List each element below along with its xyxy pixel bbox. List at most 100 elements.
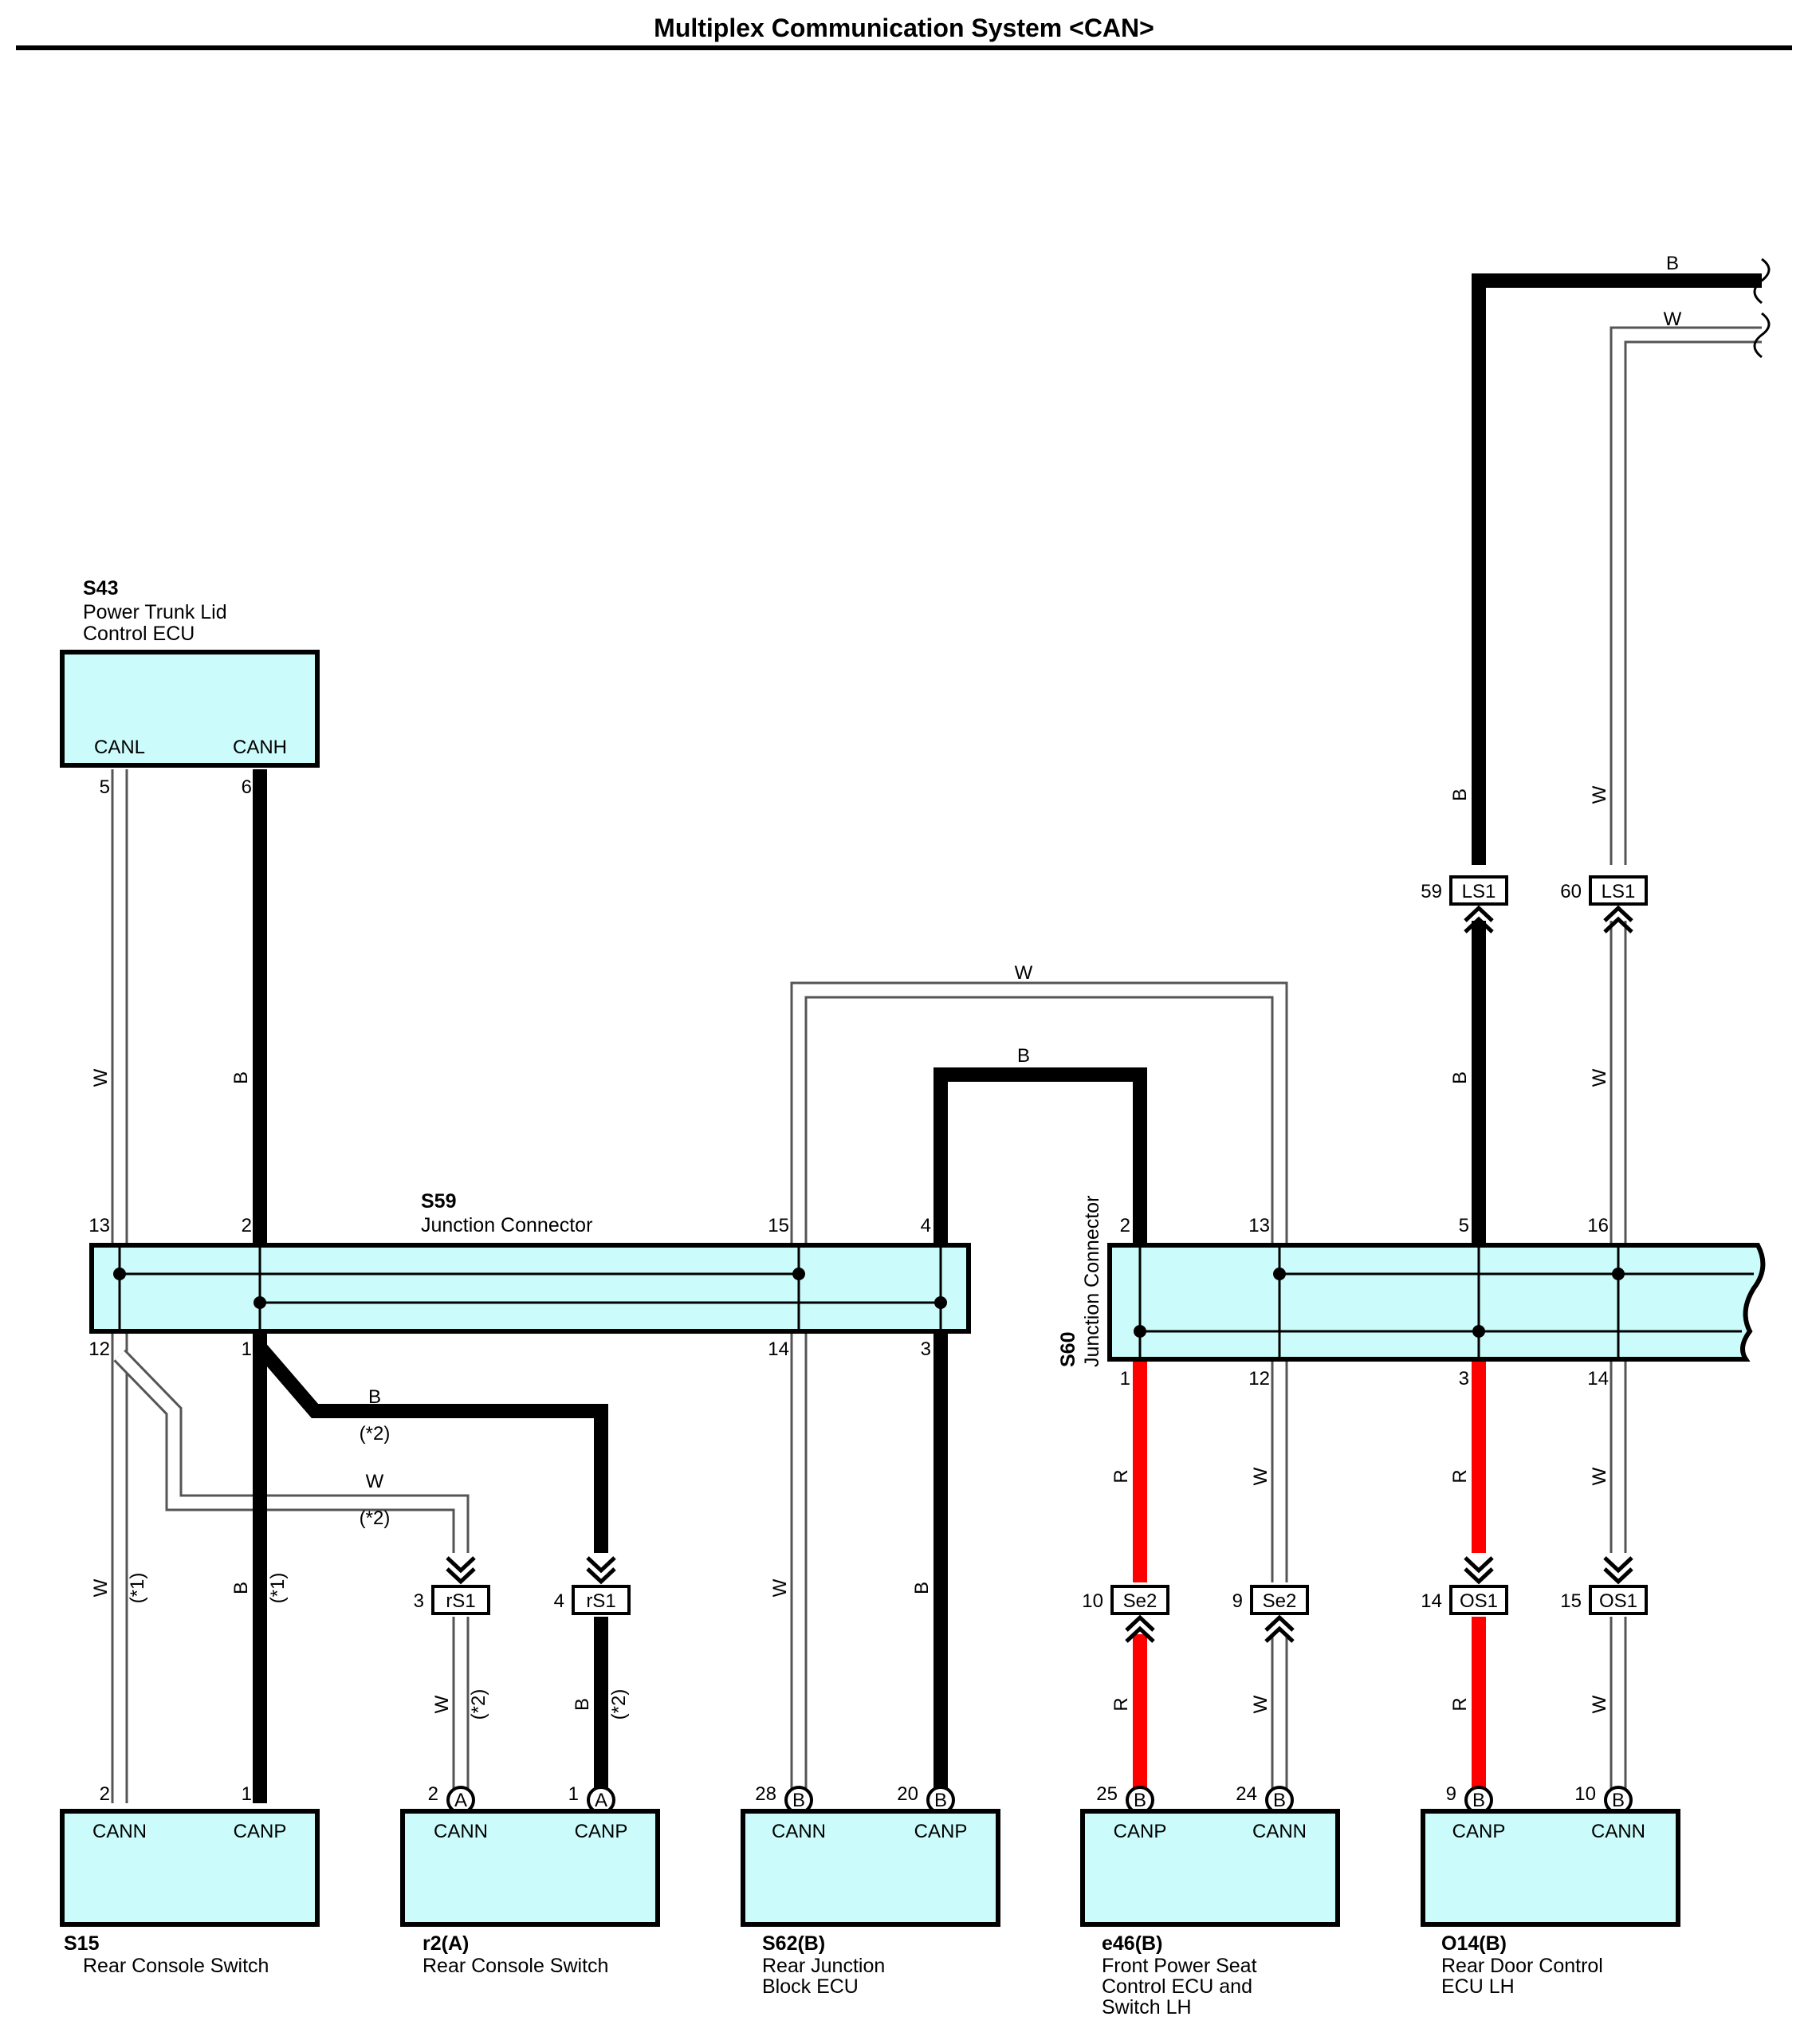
connector-chevron: [446, 1556, 476, 1585]
connector-tag: Se2: [1123, 1590, 1158, 1612]
pin-label: 14: [1587, 1368, 1609, 1390]
pin-label: 3: [1459, 1368, 1469, 1390]
pin-label: 60: [1560, 881, 1582, 902]
connector-se2-r: [1110, 1585, 1169, 1615]
note-label: (*2): [608, 1689, 630, 1720]
terminal-label: CANL: [94, 737, 145, 758]
pin-label: 1: [1120, 1368, 1130, 1390]
component-s43-name: Control ECU: [83, 623, 195, 645]
connector-ls1-w: [1589, 875, 1648, 906]
wire-label: B: [1666, 253, 1679, 274]
pin-label: 6: [242, 776, 252, 798]
connector-chevron: [1603, 1556, 1633, 1585]
note-label: (*2): [468, 1689, 489, 1720]
pin-label: 15: [768, 1215, 789, 1236]
junction-s60: S60 Junction Connector 2 13 5 16 1 12 3 …: [1057, 1196, 1766, 1390]
wire-label: B: [368, 1386, 381, 1408]
component-o14-name: Rear Door Control: [1441, 1955, 1603, 1977]
pin-label: 13: [88, 1215, 110, 1236]
connector-rs1-w: [431, 1585, 490, 1615]
wire-color-labels: B W W B B W (*2) (*2) W B W (*1) B (*1) …: [90, 253, 1682, 1720]
wire-label: W: [1589, 785, 1610, 804]
red-wires: [1133, 1359, 1486, 1803]
wire-label: W: [769, 1578, 791, 1597]
black-wires: [253, 273, 1762, 1803]
pin-label: 2: [428, 1783, 438, 1805]
connector-ls1-b: [1449, 875, 1508, 906]
component-s43-name: Power Trunk Lid: [83, 601, 227, 623]
component-s15-name: Rear Console Switch: [83, 1955, 269, 1977]
pin-label: 9: [1232, 1590, 1243, 1612]
wire-label: W: [1015, 962, 1033, 984]
pin-label: 10: [1574, 1783, 1596, 1805]
component-e46: 25 B 24 B CANP CANN e46(B) Front Power S…: [1080, 1783, 1340, 2018]
pin-label: 24: [1236, 1783, 1257, 1805]
inline-connectors: rS1 3 rS1 4 Se2 10 Se2 9 OS1 14 OS1 15 L…: [414, 875, 1648, 1643]
pin-label: 4: [554, 1590, 564, 1612]
wire-label: B: [230, 1582, 252, 1594]
pin-label: 14: [768, 1338, 789, 1360]
pin-label: 12: [88, 1338, 110, 1360]
junction-s59: S59 Junction Connector 13 2 15 4 12 1 14…: [88, 1190, 971, 1360]
wire-label: W: [90, 1068, 112, 1087]
component-e46-name: Front Power Seat: [1102, 1955, 1257, 1977]
component-s62: 28 B 20 B CANN CANP S62(B) Rear Junction…: [741, 1783, 1000, 1998]
white-wires: [111, 326, 1762, 1803]
connector-letter: B: [1273, 1790, 1286, 1811]
terminal-label: CANP: [1114, 1821, 1167, 1842]
component-s43-code: S43: [83, 577, 118, 599]
connector-chevron: [586, 1556, 616, 1585]
wire-label: R: [1449, 1697, 1471, 1711]
connector-chevron: [1125, 1614, 1155, 1643]
wire-b-s59-s60-loop: [933, 1067, 1147, 1245]
terminal-label: CANN: [1252, 1821, 1307, 1842]
note-label: (*2): [360, 1423, 391, 1445]
component-r2-name: Rear Console Switch: [423, 1955, 608, 1977]
pin-label: 5: [1459, 1215, 1469, 1236]
pin-label: 14: [1421, 1590, 1442, 1612]
pin-label: 59: [1421, 881, 1442, 902]
connector-letter: B: [1472, 1790, 1485, 1811]
break-mark-white: [1753, 312, 1771, 359]
connector-chevron: [1603, 905, 1633, 934]
note-label: (*1): [127, 1573, 148, 1604]
connector-letter: B: [934, 1790, 947, 1811]
connector-tag: Se2: [1263, 1590, 1297, 1612]
pin-label: 12: [1248, 1368, 1270, 1390]
component-r2-body: [400, 1809, 660, 1927]
wire-label: B: [572, 1698, 593, 1711]
pin-label: 25: [1096, 1783, 1118, 1805]
connector-tag: LS1: [1462, 881, 1496, 902]
component-s15-code: S15: [64, 1932, 100, 1955]
break-mark-black: [1753, 257, 1771, 305]
note-label: (*2): [360, 1507, 391, 1529]
connector-tag: LS1: [1602, 881, 1636, 902]
wire-label: B: [1449, 1071, 1471, 1084]
page-title: Multiplex Communication System <CAN>: [654, 14, 1154, 42]
terminal-label: CANH: [233, 737, 287, 758]
component-e46-body: [1080, 1809, 1340, 1927]
connector-rs1-b: [572, 1585, 631, 1615]
component-o14: 9 B 10 B CANP CANN O14(B) Rear Door Cont…: [1421, 1783, 1680, 1998]
connector-tag: OS1: [1460, 1590, 1498, 1612]
pin-label: 15: [1560, 1590, 1582, 1612]
connector-tag: rS1: [586, 1590, 615, 1612]
connector-os1-r: [1449, 1585, 1508, 1615]
wire-w-s59-s60-loop: [790, 981, 1288, 1245]
connector-tag: rS1: [446, 1590, 475, 1612]
wire-w-ls1-offpage: [1610, 326, 1762, 865]
pin-label: 1: [242, 1783, 252, 1805]
connector-os1-w: [1589, 1585, 1648, 1615]
component-s62-body: [741, 1809, 1000, 1927]
connector-tag: OS1: [1599, 1590, 1637, 1612]
connector-chevron: [1264, 1614, 1295, 1643]
pin-label: 2: [100, 1783, 110, 1805]
wire-label: W: [431, 1695, 453, 1713]
component-s62-code: S62(B): [762, 1932, 825, 1955]
connector-letter: A: [595, 1790, 607, 1811]
pin-label: 10: [1082, 1590, 1103, 1612]
terminal-label: CANP: [575, 1821, 628, 1842]
wire-label: W: [90, 1578, 112, 1597]
pin-label: 2: [1120, 1215, 1130, 1236]
junction-s60-code: S60: [1057, 1332, 1079, 1367]
